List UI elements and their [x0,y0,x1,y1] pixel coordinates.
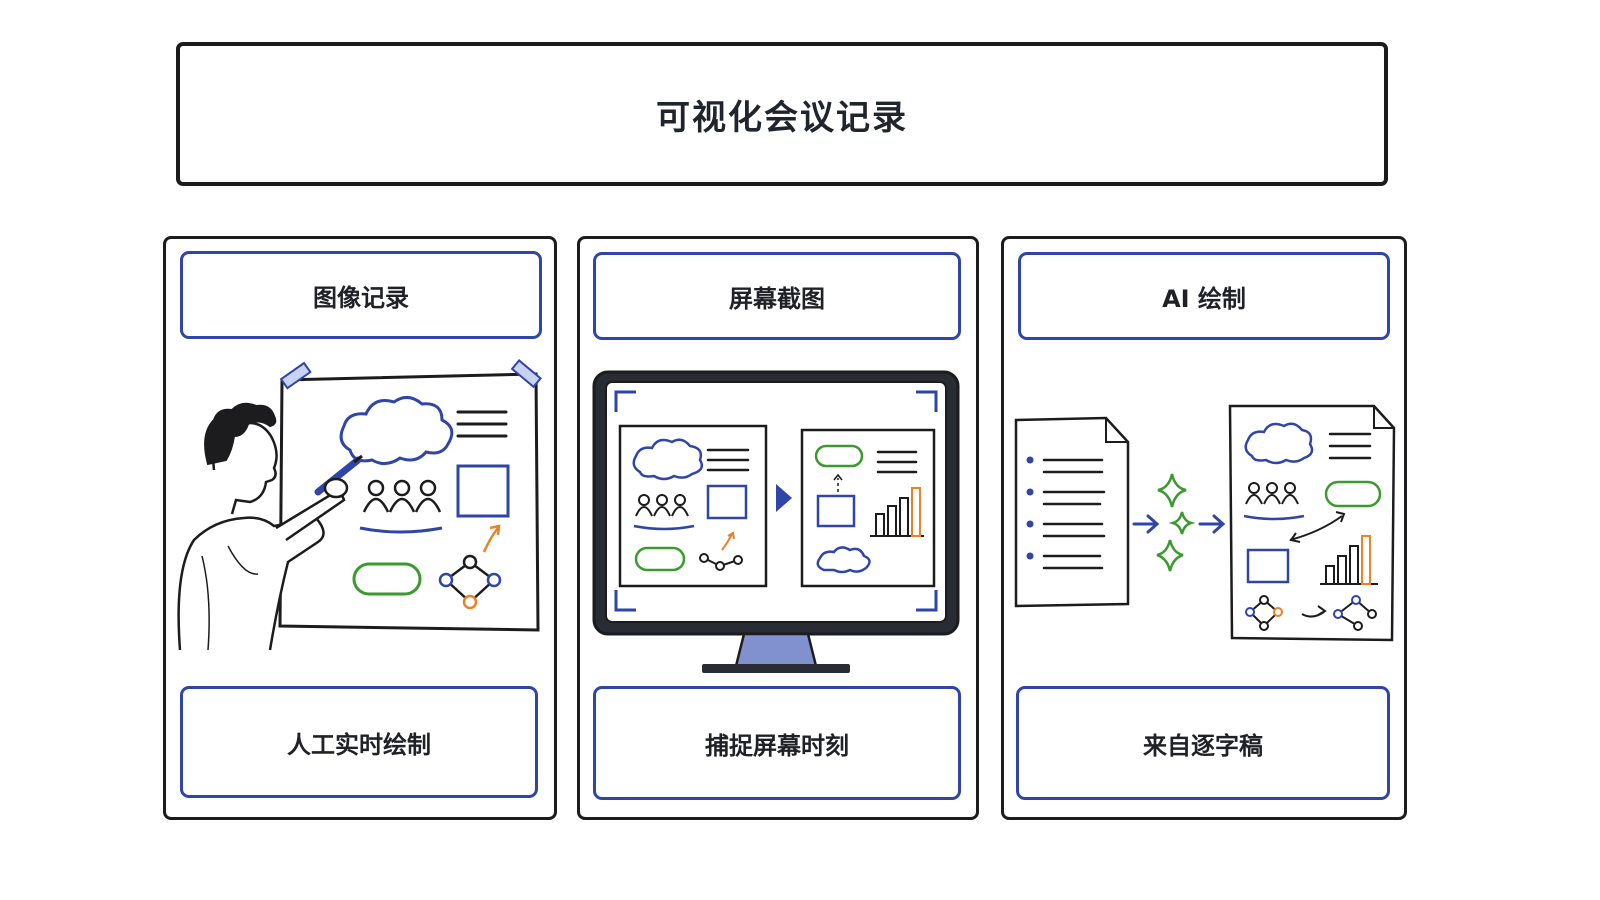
monitor-illustration [592,370,960,673]
panel-3-caption: 来自逐字稿 [1143,731,1263,760]
people-group-icon [362,479,442,513]
text-lines-icon [456,410,508,438]
panel-2-caption: 捕捉屏幕时刻 [705,731,849,760]
slide-right [800,428,936,588]
capture-frame-icon [614,390,938,612]
person-drawing [177,402,363,651]
panel-1-caption: 人工实时绘制 [287,730,431,759]
pill-shape [352,562,422,596]
transcript-document-icon [1014,416,1130,608]
page-title: 可视化会议记录 [656,97,908,138]
slide-left [618,424,768,588]
network-icon [438,554,502,610]
play-arrow-icon [776,484,792,512]
panel-1-heading-box: 图像记录 [180,251,542,339]
panel-1-heading: 图像记录 [313,283,409,312]
visual-document-icon [1228,404,1396,642]
panel-3-heading: AI 绘制 [1162,284,1246,313]
arrow-icon [482,527,499,553]
ai-drawing-illustration [1014,404,1396,642]
monitor-stand [734,632,818,668]
title-banner: 可视化会议记录 [176,42,1388,186]
panel-1-caption-box: 人工实时绘制 [180,686,538,798]
panel-2-heading-box: 屏幕截图 [593,252,961,340]
arrow-right-icon [1132,514,1226,534]
person-drawing-illustration [177,358,542,651]
panel-3-caption-box: 来自逐字稿 [1016,686,1390,800]
panel-2-heading: 屏幕截图 [729,284,825,313]
sparkle-icon [1156,473,1196,572]
square-icon [456,464,510,518]
panel-3-heading-box: AI 绘制 [1018,252,1390,340]
panel-2-caption-box: 捕捉屏幕时刻 [593,686,961,800]
cloud-icon [339,396,454,465]
